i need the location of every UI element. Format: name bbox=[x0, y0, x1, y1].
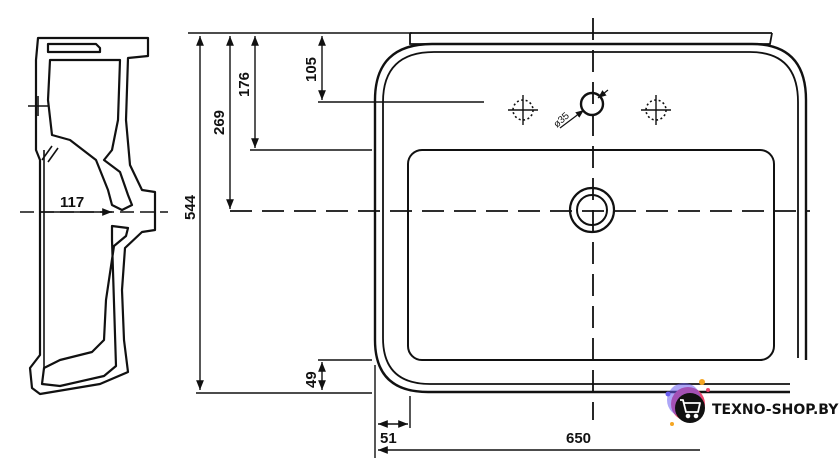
drain-hole bbox=[568, 186, 616, 234]
shop-logo-text: TEXNO-SHOP.BY bbox=[712, 402, 839, 418]
shopping-cart-icon bbox=[680, 399, 701, 419]
optional-tap-hole-left bbox=[508, 95, 538, 125]
dim-269-label: 269 bbox=[211, 110, 228, 135]
side-profile-view bbox=[28, 36, 157, 396]
side-marks bbox=[28, 96, 59, 163]
dim-51-label: 51 bbox=[380, 430, 397, 447]
sink-outer-rim bbox=[373, 42, 808, 360]
side-inner-contour bbox=[46, 42, 102, 54]
dim-544-label: 544 bbox=[182, 194, 199, 220]
hole-diameter-label: ø35 bbox=[552, 110, 572, 130]
optional-tap-hole-right bbox=[641, 95, 671, 125]
dim-117-label: 117 bbox=[60, 194, 84, 211]
sink-bowl bbox=[407, 149, 775, 361]
dim-105-label: 105 bbox=[303, 57, 320, 82]
vertical-dimension-lines bbox=[188, 32, 484, 394]
shop-logo: TEXNO-SHOP.BY bbox=[665, 379, 839, 426]
dim-650-label: 650 bbox=[566, 430, 591, 447]
tap-hole bbox=[559, 89, 609, 129]
dim-176-label: 176 bbox=[236, 72, 253, 97]
sink-top-view bbox=[373, 32, 808, 394]
side-outer-contour bbox=[28, 36, 157, 396]
dim-49-label: 49 bbox=[303, 371, 320, 388]
horizontal-dimension-lines bbox=[374, 365, 700, 458]
